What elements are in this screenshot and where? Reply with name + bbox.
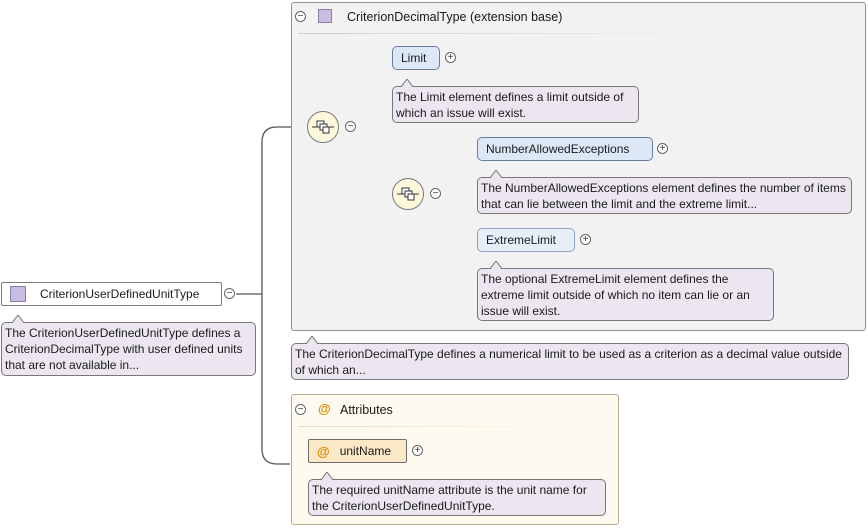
root-doc-note: The CriterionUserDefinedUnitType defines…	[1, 315, 256, 376]
sequence-icon	[397, 187, 419, 201]
attribute-icon: @	[318, 401, 331, 416]
complex-type-icon	[10, 286, 26, 302]
element-extreme-limit[interactable]: ExtremeLimit	[477, 228, 575, 252]
sequence2-collapse-toggle[interactable]: −	[430, 188, 441, 199]
limit-expand-toggle[interactable]: +	[445, 52, 456, 63]
element-number-allowed-exceptions[interactable]: NumberAllowedExceptions	[477, 137, 653, 161]
note-pointer	[401, 79, 413, 87]
extreme-limit-doc-text: The optional ExtremeLimit element define…	[481, 272, 750, 318]
note-pointer	[12, 315, 24, 323]
number-allowed-exceptions-expand-toggle[interactable]: +	[657, 143, 668, 154]
attributes-title: Attributes	[340, 403, 393, 417]
number-allowed-exceptions-doc-text: The NumberAllowedExceptions element defi…	[481, 181, 846, 211]
attributes-divider	[298, 426, 558, 427]
number-allowed-exceptions-doc-note: The NumberAllowedExceptions element defi…	[477, 170, 852, 214]
extension-collapse-toggle[interactable]: −	[295, 11, 306, 22]
limit-doc-text: The Limit element defines a limit outsid…	[396, 90, 624, 120]
element-number-allowed-exceptions-label: NumberAllowedExceptions	[486, 142, 630, 156]
sequence-compositor-icon[interactable]	[392, 178, 424, 210]
attribute-unit-name-label: unitName	[339, 444, 392, 458]
note-pointer	[321, 472, 333, 480]
header-divider	[298, 33, 728, 34]
extension-title: CriterionDecimalType (extension base)	[347, 10, 563, 24]
element-limit-label: Limit	[401, 51, 427, 65]
unit-name-doc-text: The required unitName attribute is the u…	[312, 483, 587, 513]
extreme-limit-expand-toggle[interactable]: +	[580, 234, 591, 245]
extension-doc-text: The CriterionDecimalType defines a numer…	[295, 347, 842, 377]
note-pointer	[490, 261, 502, 269]
extreme-limit-doc-note: The optional ExtremeLimit element define…	[477, 261, 774, 321]
root-type-node[interactable]: CriterionUserDefinedUnitType	[1, 282, 222, 306]
attribute-unit-name[interactable]: @ unitName	[308, 439, 407, 463]
root-collapse-toggle[interactable]: −	[224, 288, 235, 299]
unit-name-doc-note: The required unitName attribute is the u…	[308, 472, 606, 516]
note-pointer	[306, 336, 318, 344]
attributes-collapse-toggle[interactable]: −	[295, 404, 306, 415]
limit-doc-note: The Limit element defines a limit outsid…	[392, 79, 639, 123]
element-limit[interactable]: Limit	[392, 46, 440, 70]
unit-name-expand-toggle[interactable]: +	[412, 445, 423, 456]
root-type-label: CriterionUserDefinedUnitType	[40, 287, 200, 301]
attribute-icon: @	[317, 443, 330, 459]
element-extreme-limit-label: ExtremeLimit	[486, 233, 557, 247]
note-pointer	[490, 170, 502, 178]
sequence-icon	[312, 120, 334, 134]
sequence-compositor-icon[interactable]	[307, 111, 339, 143]
root-doc-text: The CriterionUserDefinedUnitType defines…	[5, 326, 243, 372]
sequence1-collapse-toggle[interactable]: −	[345, 121, 356, 132]
attributes-panel: − @ Attributes @ unitName + The required…	[291, 394, 619, 525]
complex-type-icon	[318, 9, 332, 23]
extension-doc-note: The CriterionDecimalType defines a numer…	[291, 336, 849, 380]
